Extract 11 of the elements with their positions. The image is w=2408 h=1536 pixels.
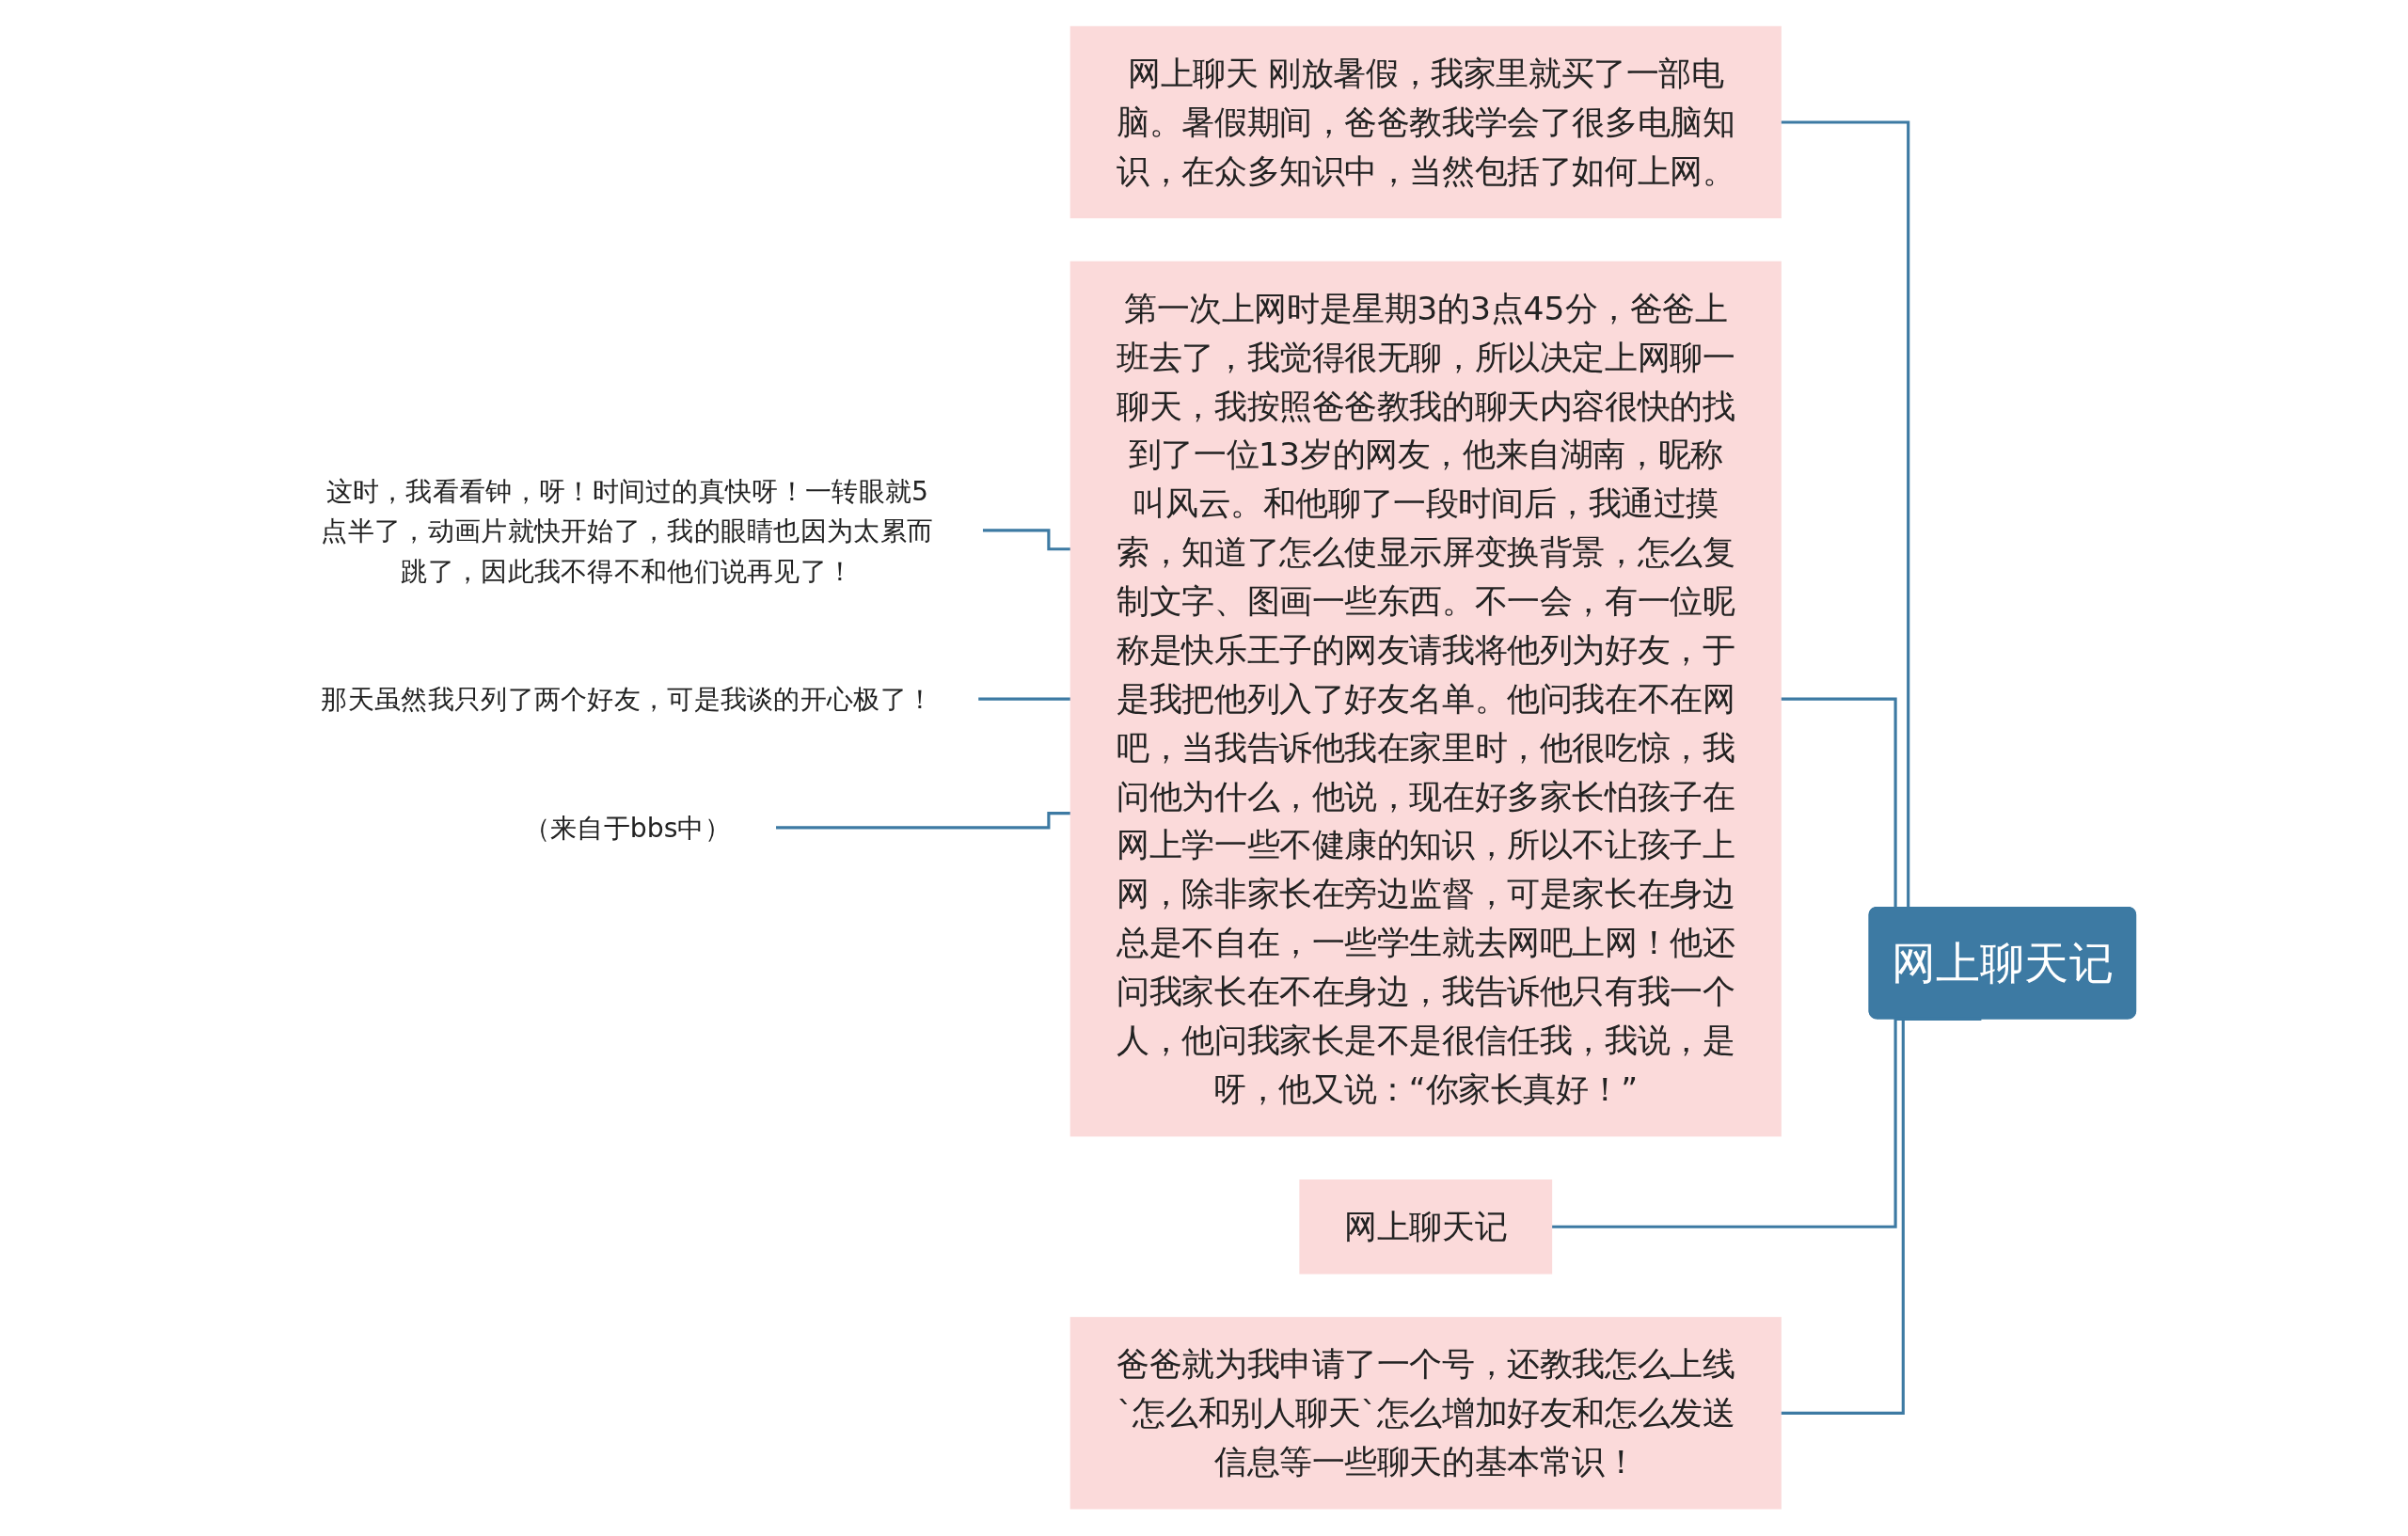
connector	[1781, 1018, 1982, 1416]
node-box: 爸爸就为我申请了一个号，还教我怎么上线`怎么和别人聊天`怎么增加好友和怎么发送信息等一些聊天的基本常识！	[1069, 1317, 1782, 1510]
node-box: 第一次上网时是星期3的3点45分，爸爸上班去了，我觉得很无聊，所以决定上网聊一聊天，我按照爸爸教我的聊天内容很快的找到了一位13岁的网友，他来自湖南，昵称叫风云。和他聊了一段时间后，我通过摸索，知道了怎么使显示屏变换背景，怎么复制文字、图画一些东西。不一会，有一位昵称是快乐王子的网友请我将他列为好友，于是我把他列入了好友名单。他问我在不在网吧，当我告诉他我在家里时，他很吃惊，我问他为什么，他说，现在好多家长怕孩子在网上学一些不健康的知识，所以不让孩子上网，除非家长在旁边监督，可是家长在身边总是不自在，一些学生就去网吧上网！他还问我家长在不在身边，我告诉他只有我一个人，他问我家长是不是很信任我，我说，是呀，他又说：“你家长真好！”	[1069, 261, 1782, 1137]
node-box: 网上聊天 刚放暑假，我家里就买了一部电脑。暑假期间，爸爸教我学会了很多电脑知识，在众多知识中，当然包括了如何上网。	[1069, 26, 1782, 219]
node-text: 那天虽然我只列了两个好友，可是我谈的开心极了！	[321, 683, 934, 715]
connector	[775, 812, 1071, 830]
connector	[982, 529, 1071, 551]
node-text: （来自于bbs中）	[523, 812, 732, 844]
connector	[977, 697, 1071, 701]
node-box: 网上聊天记	[1299, 1180, 1553, 1275]
node-text: 这时，我看看钟，呀！时间过的真快呀！一转眼就5点半了，动画片就快开始了，我的眼睛也因为太累而跳了，因此我不得不和他们说再见了！	[321, 475, 934, 587]
